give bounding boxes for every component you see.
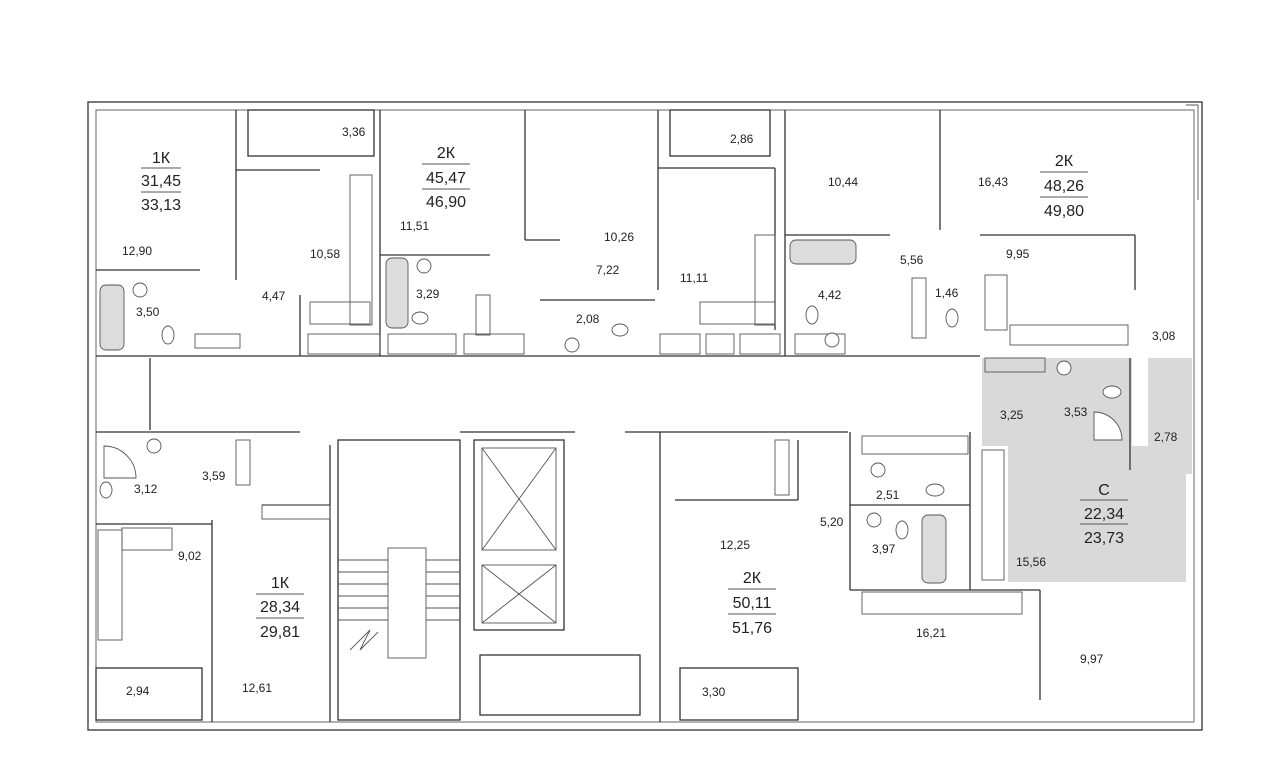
apt-type: 2К bbox=[743, 570, 762, 587]
apt-2k-top-right[interactable]: 2К 48,26 49,80 bbox=[1040, 153, 1088, 220]
apt-1k-bottom-left[interactable]: 1К 28,34 29,81 bbox=[256, 575, 304, 641]
apt-2k-top-middle[interactable]: 2К 45,47 46,90 bbox=[422, 145, 470, 211]
room-area: 1,46 bbox=[935, 286, 959, 300]
apt-type: 2К bbox=[437, 145, 456, 162]
apt-total: 51,76 bbox=[732, 620, 772, 637]
apt-total: 46,90 bbox=[426, 194, 466, 211]
room-area: 9,97 bbox=[1080, 652, 1104, 666]
studio-highlight[interactable] bbox=[982, 358, 1192, 582]
corridor-storage bbox=[261, 333, 969, 520]
room-area: 4,42 bbox=[818, 288, 842, 302]
room-area: 3,12 bbox=[134, 482, 158, 496]
room-area: 3,59 bbox=[202, 469, 226, 483]
room-area: 12,25 bbox=[720, 538, 750, 552]
room-area: 3,29 bbox=[416, 287, 440, 301]
apt-2k-bottom-middle[interactable]: 2К 50,11 51,76 bbox=[728, 570, 776, 637]
room-area: 5,20 bbox=[820, 515, 844, 529]
room-area: 3,08 bbox=[1152, 329, 1176, 343]
kitchens bbox=[97, 174, 1129, 641]
room-area: 7,22 bbox=[596, 263, 620, 277]
corridor bbox=[96, 355, 980, 433]
room-area: 10,26 bbox=[604, 230, 634, 244]
room-area: 3,53 bbox=[1064, 405, 1088, 419]
fixtures bbox=[99, 258, 1123, 540]
apt-living: 50,11 bbox=[733, 595, 772, 612]
room-area: 2,94 bbox=[126, 684, 150, 698]
apt-living: 31,45 bbox=[141, 173, 181, 190]
room-area: 3,30 bbox=[702, 685, 726, 699]
room-area: 12,90 bbox=[122, 244, 152, 258]
room-area: 2,51 bbox=[876, 488, 900, 502]
apt-total: 49,80 bbox=[1044, 203, 1084, 220]
bottom-balconies bbox=[95, 667, 799, 721]
apt-total: 33,13 bbox=[141, 197, 181, 214]
room-area: 15,56 bbox=[1016, 555, 1046, 569]
room-area: 5,56 bbox=[900, 253, 924, 267]
apt-living: 48,26 bbox=[1044, 178, 1084, 195]
room-area: 12,61 bbox=[242, 681, 272, 695]
apt-living: 28,34 bbox=[260, 599, 300, 616]
bathtubs bbox=[99, 239, 947, 584]
room-area: 9,95 bbox=[1006, 247, 1030, 261]
stairwell bbox=[337, 439, 461, 721]
apt-type: 1К bbox=[271, 575, 290, 592]
room-area: 16,43 bbox=[978, 175, 1008, 189]
room-area: 3,36 bbox=[342, 125, 366, 139]
room-area: 3,97 bbox=[872, 542, 896, 556]
apt-total: 29,81 bbox=[260, 624, 300, 641]
room-area: 4,47 bbox=[262, 289, 286, 303]
apt-living: 45,47 bbox=[426, 170, 466, 187]
room-area: 2,78 bbox=[1154, 430, 1178, 444]
room-area: 3,50 bbox=[136, 305, 160, 319]
room-area: 9,02 bbox=[178, 549, 202, 563]
apt-1k-top-left[interactable]: 1К 31,45 33,13 bbox=[141, 150, 181, 214]
radiators bbox=[194, 277, 1046, 496]
room-area-labels: 3,36 2,86 10,44 16,43 12,90 10,58 11,51 … bbox=[122, 125, 1178, 699]
apt-total: 23,73 bbox=[1084, 530, 1124, 547]
apt-type: 1К bbox=[152, 150, 171, 167]
room-area: 10,44 bbox=[828, 175, 858, 189]
room-area: 16,21 bbox=[916, 626, 946, 640]
room-area: 11,51 bbox=[400, 219, 429, 233]
elevator-shafts bbox=[473, 439, 641, 716]
apt-studio-highlighted[interactable]: С 22,34 23,73 bbox=[1080, 482, 1128, 547]
apt-type: 2К bbox=[1055, 153, 1074, 170]
top-balconies bbox=[247, 109, 771, 157]
room-area: 11,11 bbox=[680, 271, 709, 285]
room-area: 2,86 bbox=[730, 132, 754, 146]
room-area: 3,25 bbox=[1000, 408, 1024, 422]
room-area: 10,58 bbox=[310, 247, 340, 261]
stair-steps bbox=[338, 559, 460, 621]
exterior-walls bbox=[87, 101, 1203, 731]
apartment-labels: 1К 31,45 33,13 2К 45,47 46,90 2К 48,26 4… bbox=[141, 145, 1128, 641]
bottom-partitions bbox=[96, 358, 1131, 722]
apt-living: 22,34 bbox=[1084, 506, 1124, 523]
apt-type: С bbox=[1098, 482, 1110, 499]
room-area: 2,08 bbox=[576, 312, 600, 326]
